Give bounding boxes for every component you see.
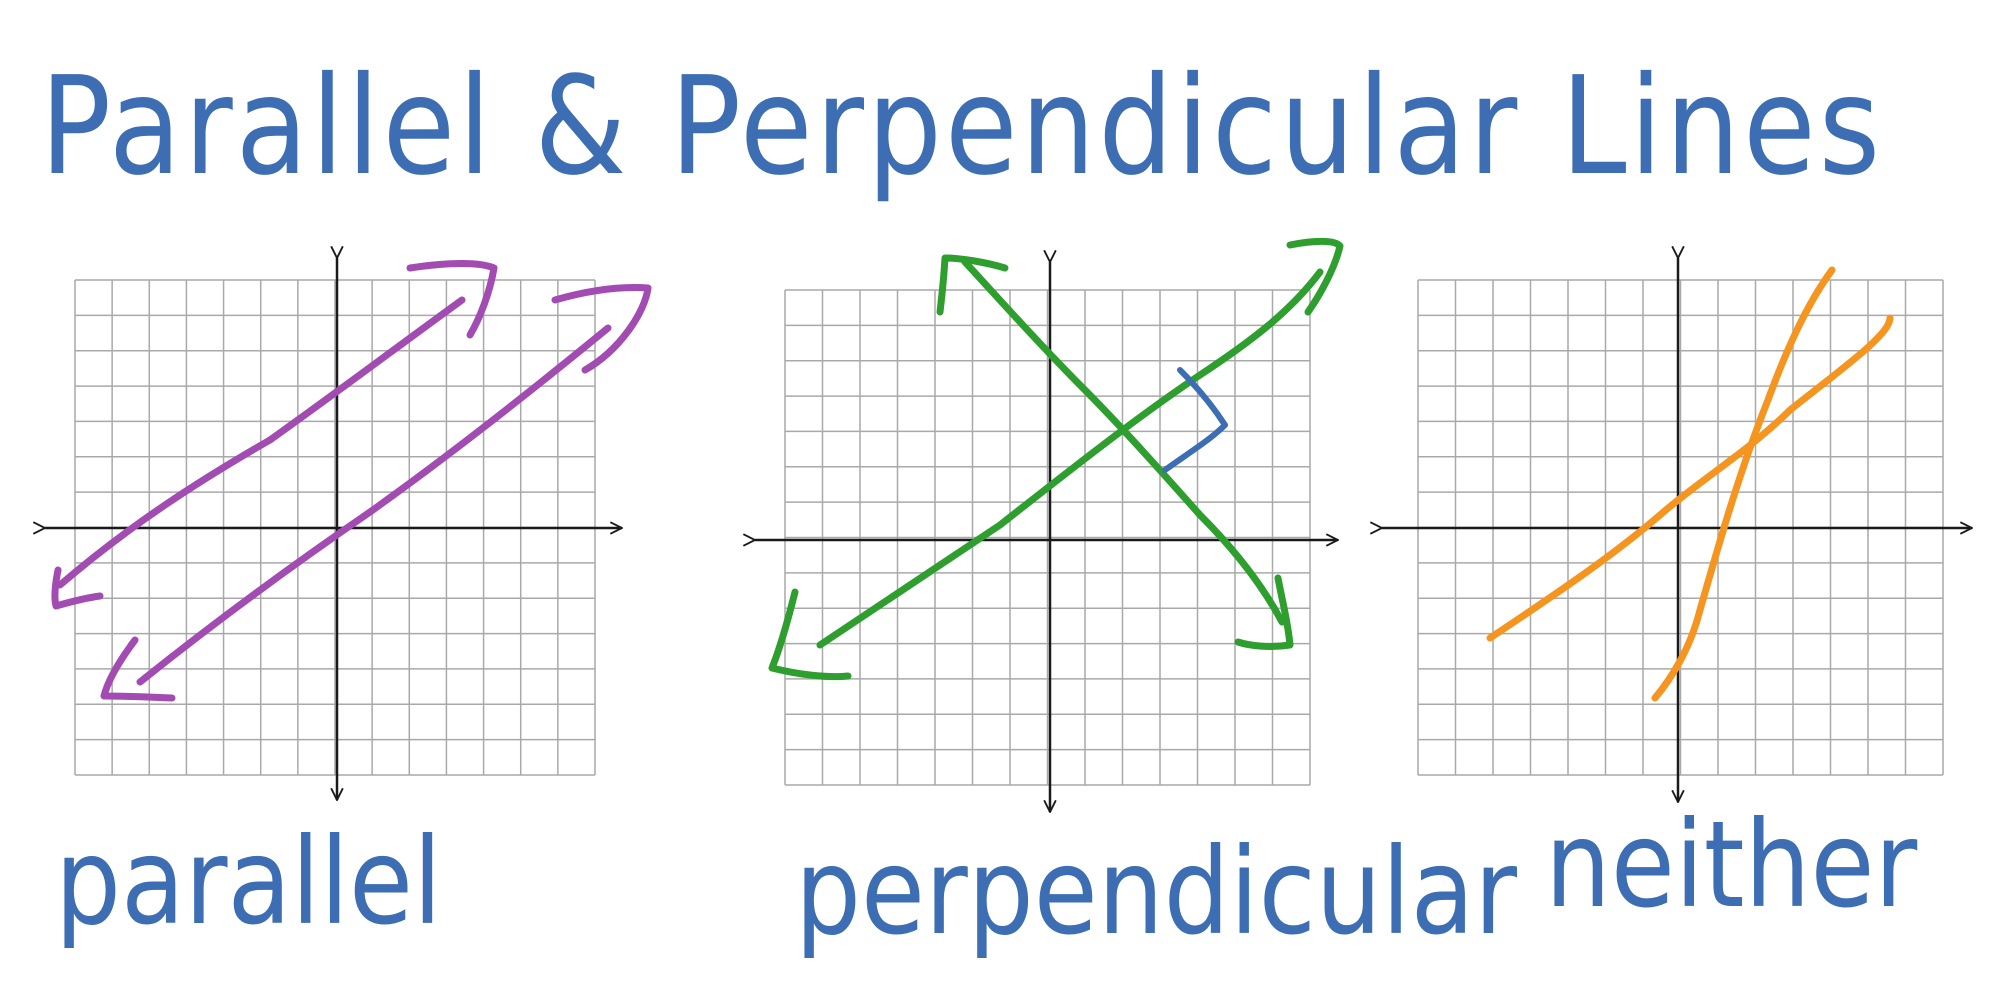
parallel-line-lower bbox=[136, 324, 612, 686]
perpendicular-line-rising-arrowhead-top bbox=[1286, 237, 1344, 316]
parallel-line-upper-arrowhead-top bbox=[406, 260, 498, 339]
perpendicular-panel bbox=[755, 237, 1344, 812]
parallel-line-lower-arrowhead-top bbox=[551, 284, 652, 374]
perpendicular-line-rising bbox=[816, 268, 1324, 649]
neither-line-shallow bbox=[1486, 314, 1894, 642]
perpendicular-grid bbox=[784, 289, 1311, 786]
parallel-panel bbox=[45, 258, 652, 800]
parallel-line-upper bbox=[56, 296, 466, 589]
parallel-line-upper-arrowhead-bottom bbox=[51, 566, 104, 610]
right-angle-mark bbox=[1162, 367, 1228, 473]
perpendicular-line-rising-arrowhead-bottom bbox=[768, 588, 852, 681]
neither-panel bbox=[1382, 258, 1972, 802]
perpendicular-line-falling bbox=[961, 258, 1286, 626]
parallel-line-lower-arrowhead-bottom bbox=[100, 636, 176, 702]
perpendicular-line-falling-arrowhead-bottom bbox=[1234, 574, 1294, 650]
parallel-caption: parallel bbox=[55, 811, 442, 952]
neither-line-steep bbox=[1651, 266, 1836, 702]
neither-caption: neither bbox=[1545, 794, 1918, 935]
perpendicular-line-falling-arrowhead-top bbox=[936, 254, 1009, 316]
perpendicular-caption: perpendicular bbox=[795, 821, 1518, 962]
page-title: Parallel & Perpendicular Lines bbox=[40, 46, 1884, 206]
